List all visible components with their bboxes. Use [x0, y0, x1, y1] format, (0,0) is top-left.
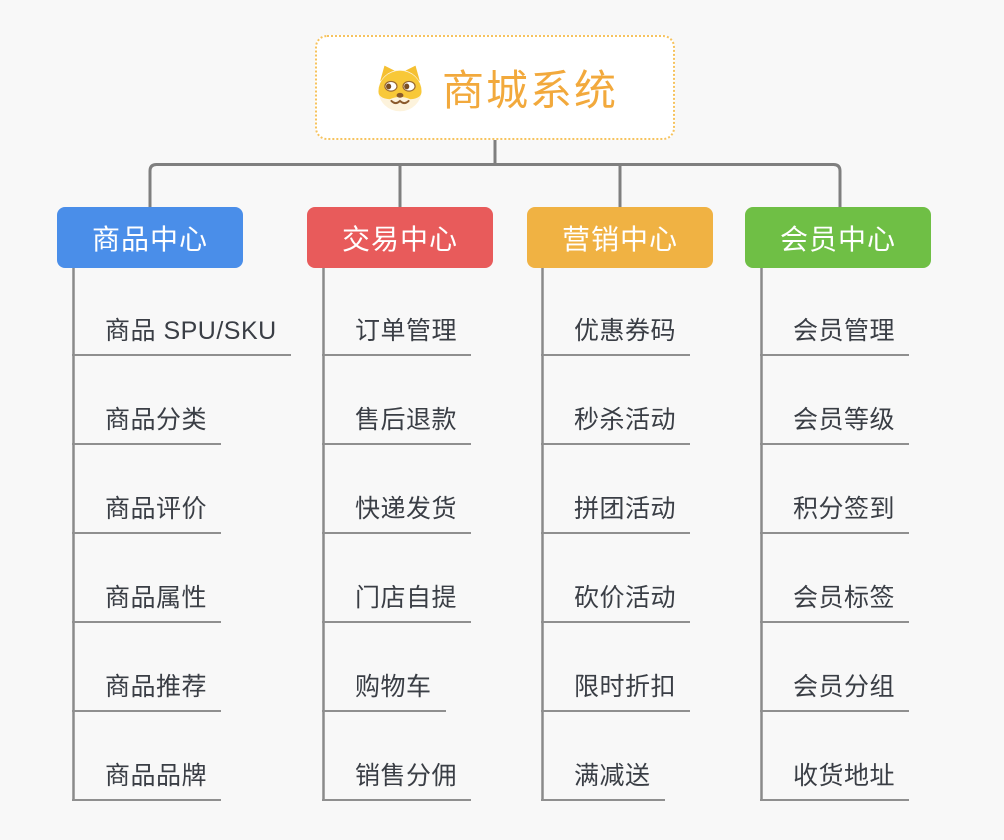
leaf-node[interactable]: 销售分佣 [322, 759, 472, 801]
leaf-node[interactable]: 商品 SPU/SKU [72, 314, 291, 356]
leaf-node[interactable]: 会员分组 [760, 670, 910, 712]
branch-node-member-center[interactable]: 会员中心 [745, 207, 931, 268]
leaf-node[interactable]: 商品评价 [72, 492, 222, 534]
leaf-node[interactable]: 拼团活动 [541, 492, 691, 534]
branch-node-product-center[interactable]: 商品中心 [57, 207, 243, 268]
leaf-node[interactable]: 订单管理 [322, 314, 472, 356]
leaf-node[interactable]: 会员标签 [760, 581, 910, 623]
leaf-node[interactable]: 限时折扣 [541, 670, 691, 712]
root-node[interactable]: 商城系统 [315, 35, 675, 140]
leaf-node[interactable]: 积分签到 [760, 492, 910, 534]
leaf-node[interactable]: 会员管理 [760, 314, 910, 356]
leaf-node[interactable]: 满减送 [541, 759, 665, 801]
leaf-node[interactable]: 门店自提 [322, 581, 472, 623]
leaf-node[interactable]: 收货地址 [760, 759, 910, 801]
leaf-node[interactable]: 快递发货 [322, 492, 472, 534]
leaf-node[interactable]: 秒杀活动 [541, 403, 691, 445]
leaf-node[interactable]: 商品品牌 [72, 759, 222, 801]
leaf-node[interactable]: 购物车 [322, 670, 446, 712]
leaf-node[interactable]: 优惠券码 [541, 314, 691, 356]
branch-label: 营销中心 [561, 223, 678, 255]
branch-node-trade-center[interactable]: 交易中心 [307, 207, 493, 268]
root-title: 商城系统 [441, 67, 618, 114]
leaf-node[interactable]: 商品分类 [72, 403, 222, 445]
leaf-node[interactable]: 商品属性 [72, 581, 222, 623]
branch-label: 交易中心 [341, 223, 458, 255]
leaf-node[interactable]: 会员等级 [760, 403, 910, 445]
leaf-node[interactable]: 商品推荐 [72, 670, 222, 712]
leaf-node[interactable]: 售后退款 [322, 403, 472, 445]
branch-label: 商品中心 [91, 223, 208, 255]
leaf-node[interactable]: 砍价活动 [541, 581, 691, 623]
branch-node-marketing-center[interactable]: 营销中心 [527, 207, 713, 268]
shiba-dog-icon [378, 65, 422, 111]
branch-label: 会员中心 [779, 223, 896, 255]
